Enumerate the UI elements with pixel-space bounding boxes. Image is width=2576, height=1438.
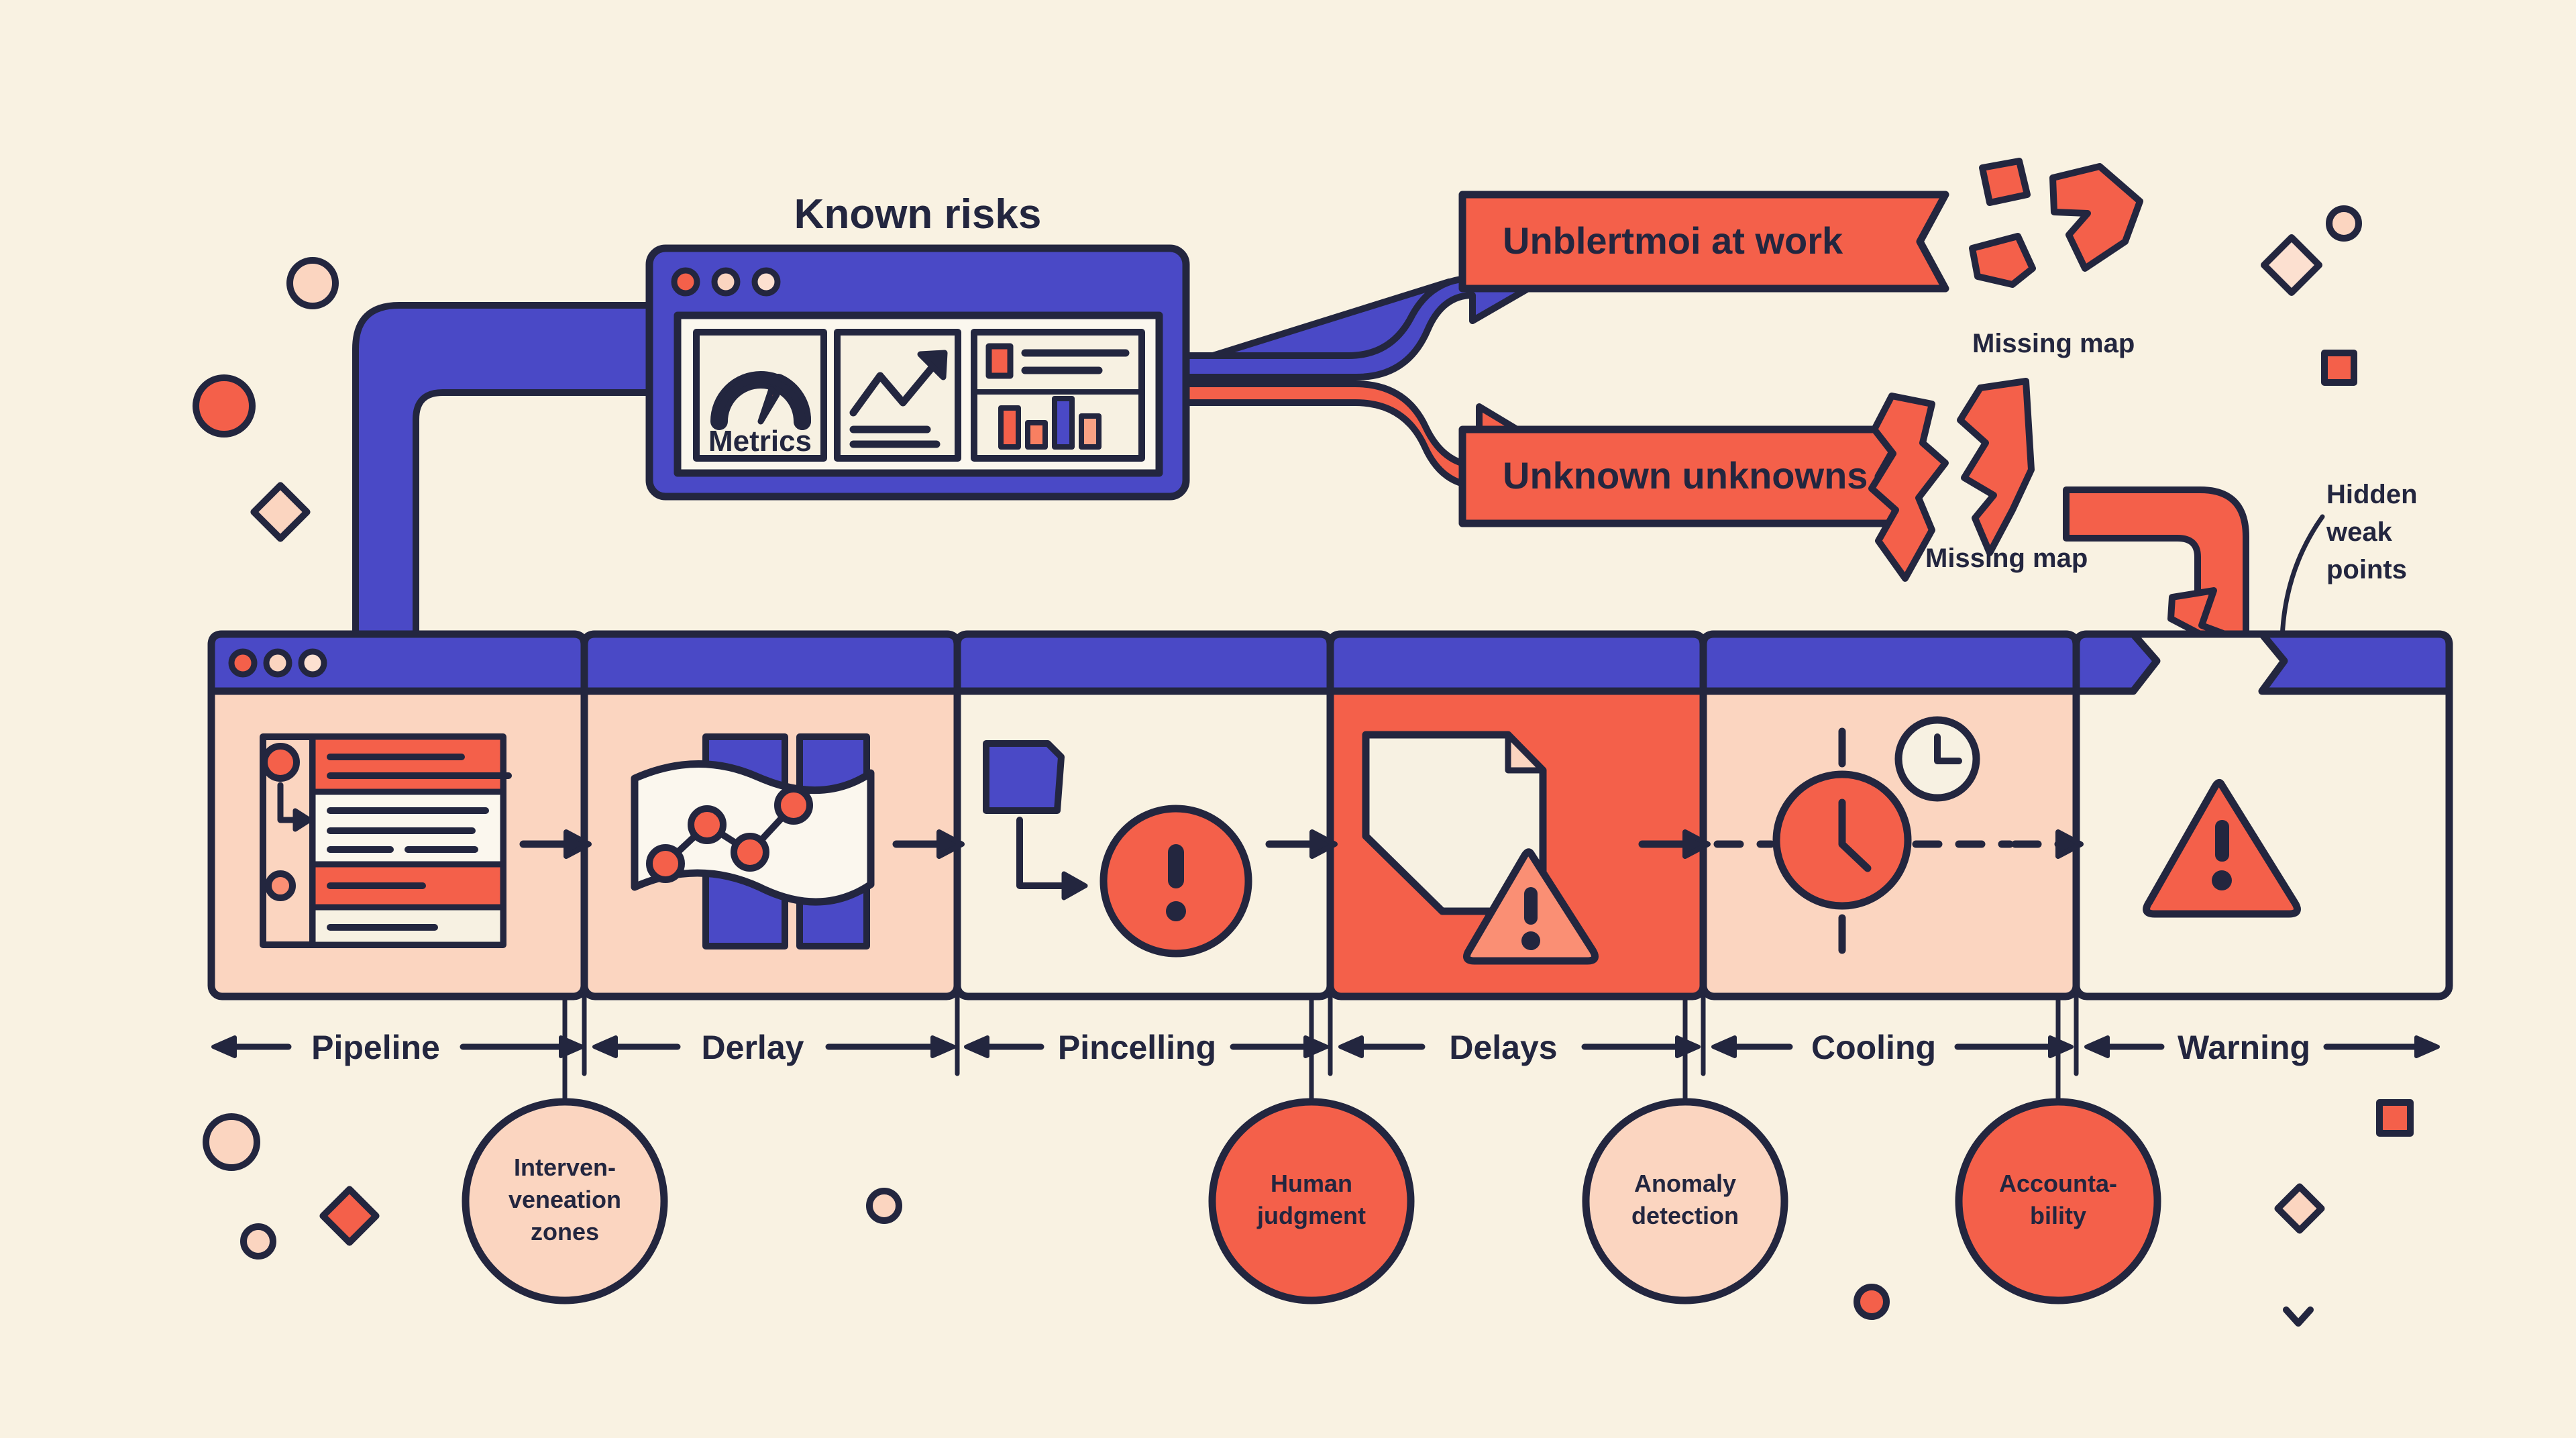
annotation-hidden-weak-points: Hidden weak points — [2326, 480, 2418, 584]
decorations — [193, 205, 2414, 1327]
line-chart-paper-icon — [631, 733, 875, 949]
bubble-human-judgment-label: Human judgment — [1256, 1170, 1366, 1229]
annotation-missing-map-top: Missing map — [1972, 329, 2135, 358]
stage-label-warning: Warning — [2178, 1029, 2310, 1066]
known-risks-window[interactable] — [645, 244, 1190, 501]
stage-label-cooling: Cooling — [1811, 1029, 1936, 1066]
banner-2-label: Unknown unknowns — [1503, 454, 1868, 497]
panel-pipeline[interactable] — [207, 630, 588, 1000]
bubble-accountability[interactable] — [1955, 1098, 2161, 1304]
bubble-accountability-line-1: Accounta- — [1999, 1170, 2117, 1197]
panel-warning[interactable] — [2072, 630, 2453, 1000]
list-rows-icon — [260, 733, 512, 948]
panel-derlay[interactable] — [580, 630, 961, 1000]
stage-label-pipeline: Pipeline — [311, 1029, 440, 1066]
bubble-intervention-line-1: Interven- — [514, 1153, 616, 1181]
bubble-anomaly-line-2: detection — [1631, 1202, 1739, 1229]
hidden-weak-line-1: Hidden — [2326, 480, 2418, 509]
bubble-accountability-label: Accounta- bility — [1999, 1170, 2117, 1229]
bubble-human-line-2: judgment — [1256, 1202, 1366, 1229]
panel-pincelling[interactable] — [953, 630, 1334, 1000]
tile-metrics-label: Metrics — [708, 425, 812, 458]
tile-metrics[interactable] — [693, 329, 827, 462]
stage-label-pincelling: Pincelling — [1058, 1029, 1216, 1066]
tile-barchart[interactable] — [971, 329, 1145, 462]
bubble-human-line-1: Human — [1271, 1170, 1352, 1197]
panel-connectors — [519, 829, 2084, 859]
bubble-anomaly[interactable] — [1582, 1098, 1788, 1304]
bubble-intervention-line-3: zones — [531, 1218, 599, 1245]
bubble-anomaly-line-1: Anomaly — [1634, 1170, 1736, 1197]
stage-label-derlay: Derlay — [702, 1029, 804, 1066]
page-title: Known risks — [794, 191, 1042, 238]
bubble-intervention[interactable] — [462, 1098, 668, 1304]
bubble-intervention-line-2: veneation — [508, 1186, 621, 1213]
panel-delays[interactable] — [1326, 630, 1707, 1000]
clock-icon — [1772, 716, 1980, 954]
torn-shards-top — [1969, 158, 2143, 288]
stage-label-delays: Delays — [1449, 1029, 1557, 1066]
hidden-weak-line-2: weak — [2326, 517, 2393, 547]
bubble-human-judgment[interactable] — [1208, 1098, 1415, 1304]
warning-triangle-icon — [2143, 779, 2301, 918]
bubble-intervention-label: Interven- veneation zones — [508, 1153, 621, 1245]
bubble-accountability-line-2: bility — [2030, 1202, 2086, 1229]
tile-trend[interactable] — [834, 329, 961, 462]
folder-alert-icon — [983, 740, 1252, 958]
bubble-stems — [562, 994, 2061, 1105]
stage-dividers — [582, 994, 2079, 1076]
annotation-missing-map-bottom: Missing map — [1925, 544, 2088, 573]
banner-unblertmoi[interactable] — [1458, 191, 1949, 293]
bubble-anomaly-label: Anomaly detection — [1631, 1170, 1739, 1229]
document-warning-icon — [1362, 731, 1599, 965]
panel-cooling[interactable] — [1699, 630, 2080, 1000]
banner-1-label: Unblertmoi at work — [1503, 219, 1843, 262]
hidden-weak-line-3: points — [2326, 555, 2407, 584]
stage-measures — [211, 1035, 2440, 1058]
torn-shards-middle — [1868, 378, 2035, 582]
